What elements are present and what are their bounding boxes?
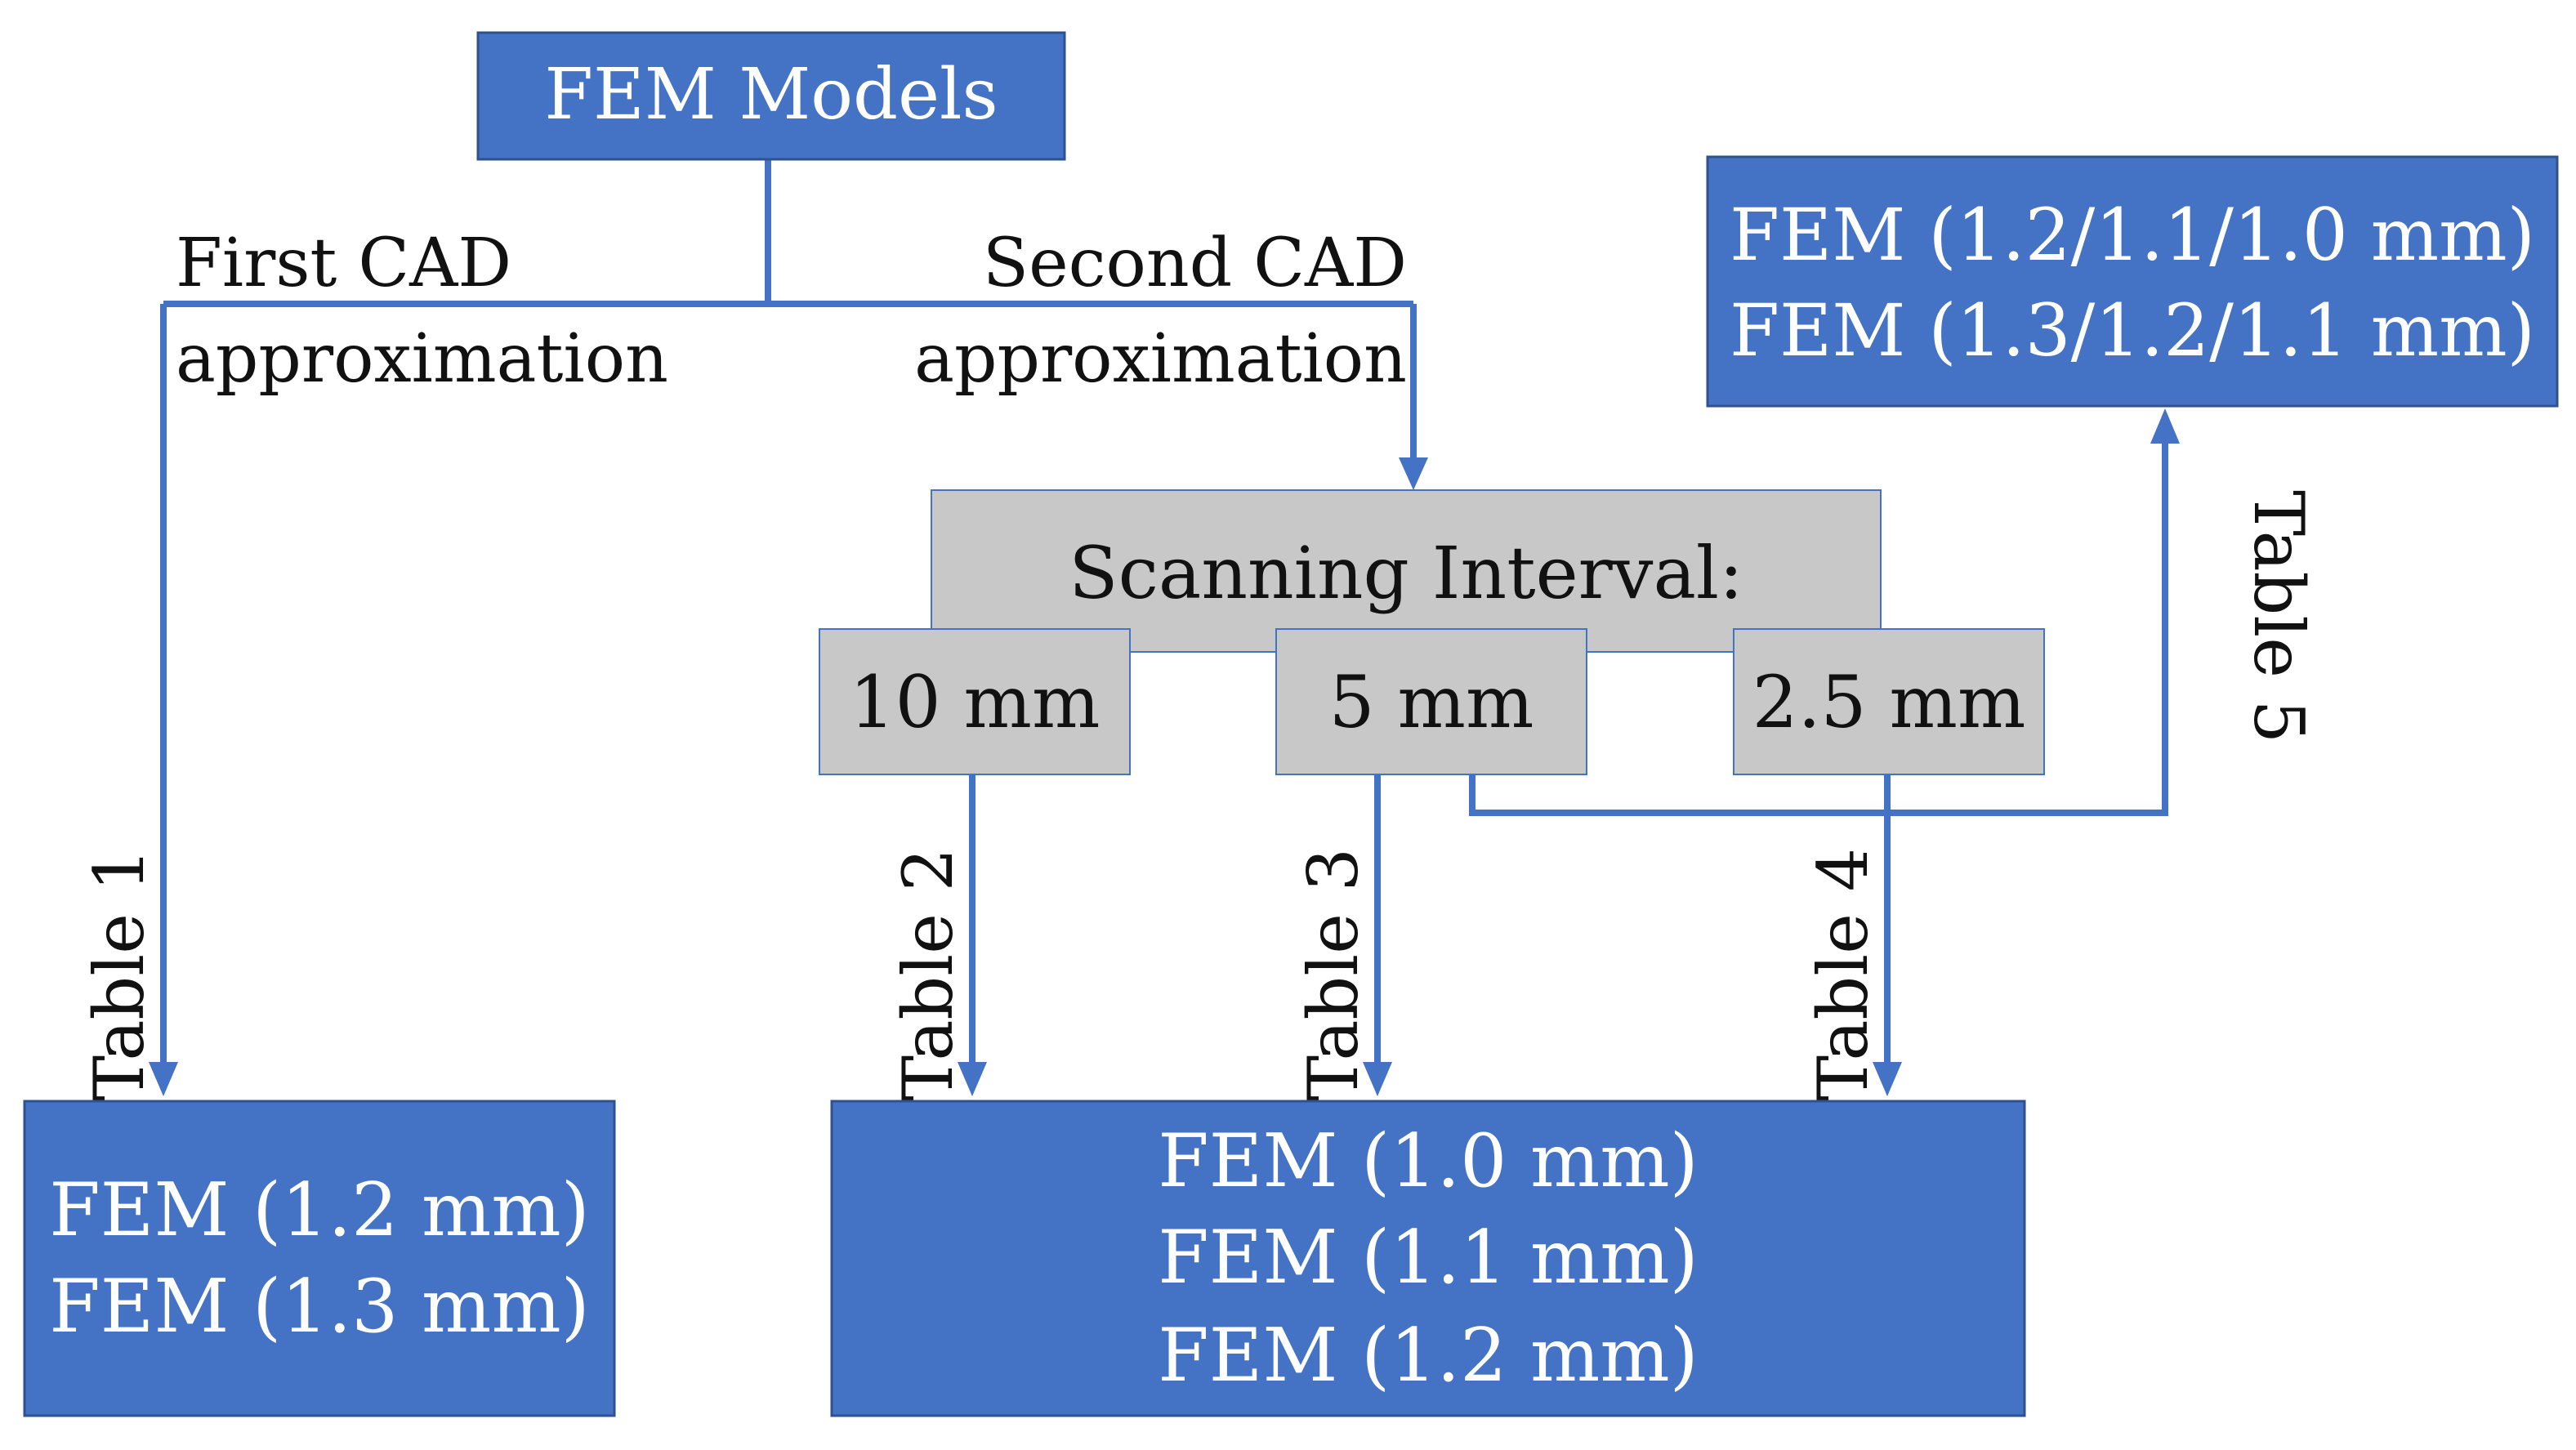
arrowheads	[149, 408, 2180, 1096]
interval-nodes: 10 mm 5 mm 2.5 mm	[819, 628, 2045, 775]
root-node: FEM Models	[476, 31, 1066, 161]
result-middle-node: FEM (1.0 mm) FEM (1.1 mm) FEM (1.2 mm)	[830, 1100, 2026, 1417]
connector-table5	[1469, 437, 2168, 816]
root-box	[476, 31, 1066, 161]
table-1-label: Table 1	[79, 848, 159, 1101]
result-left-line2: FEM (1.3 mm)	[49, 1264, 590, 1350]
result-right-line1: FEM (1.2/1.1/1.0 mm)	[1730, 193, 2535, 277]
second-cad-label-line1: Second CAD	[983, 225, 1407, 302]
result-right-box	[1706, 155, 2559, 408]
connectors	[160, 159, 2168, 1070]
first-cad-label-line2: approximation	[176, 320, 668, 398]
table-2-label: Table 2	[888, 848, 968, 1101]
branch-labels: First CAD approximation Second CAD appro…	[176, 225, 1407, 398]
result-middle-box	[830, 1100, 2026, 1417]
interval-5mm-label: 5 mm	[1329, 660, 1534, 744]
result-middle-line3: FEM (1.2 mm)	[1158, 1313, 1699, 1399]
interval-10mm-label: 10 mm	[850, 660, 1100, 744]
result-right-node: FEM (1.2/1.1/1.0 mm) FEM (1.3/1.2/1.1 mm…	[1706, 155, 2559, 408]
root-label: FEM Models	[544, 54, 998, 136]
arrowhead-second-cad	[1399, 457, 1428, 490]
interval-5mm-box	[1275, 628, 1587, 775]
scanning-title: Scanning Interval:	[1069, 531, 1743, 615]
interval-10mm-box	[819, 628, 1131, 775]
result-right-line2: FEM (1.3/1.2/1.1 mm)	[1730, 288, 2535, 373]
result-middle-line1: FEM (1.0 mm)	[1158, 1118, 1699, 1204]
result-left-node: FEM (1.2 mm) FEM (1.3 mm)	[23, 1100, 616, 1417]
arrowhead-first-cad	[149, 1062, 178, 1096]
arrowhead-10mm	[958, 1062, 987, 1096]
result-left-box	[23, 1100, 616, 1417]
table-4-label: Table 4	[1803, 848, 1883, 1101]
result-middle-line2: FEM (1.1 mm)	[1158, 1215, 1699, 1301]
arrowhead-table5	[2150, 408, 2180, 444]
interval-2-5mm-label: 2.5 mm	[1752, 660, 2026, 744]
result-left-line1: FEM (1.2 mm)	[49, 1167, 590, 1253]
interval-2-5mm-box	[1733, 628, 2045, 775]
second-cad-label-line2: approximation	[914, 320, 1407, 398]
table-3-label: Table 3	[1293, 848, 1373, 1101]
arrowhead-5mm	[1363, 1062, 1392, 1096]
scanning-node: Scanning Interval:	[931, 489, 1882, 653]
table-5-label: Table 5	[2239, 490, 2319, 743]
edge-labels: Table 1 Table 2 Table 3 Table 4 Table 5	[79, 490, 2319, 1101]
arrowhead-2-5mm	[1873, 1062, 1902, 1096]
first-cad-label-line1: First CAD	[176, 225, 511, 302]
scanning-box	[931, 489, 1882, 653]
